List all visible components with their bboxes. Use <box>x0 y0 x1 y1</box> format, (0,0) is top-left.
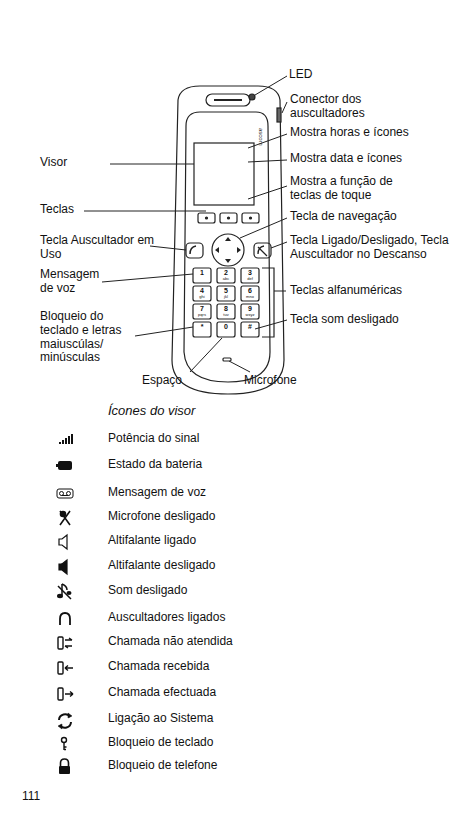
key-digit: * <box>193 323 211 330</box>
earpiece <box>206 94 250 106</box>
key-digit: 3 <box>241 269 259 276</box>
callout-label: Teclas alfanuméricas <box>290 284 402 298</box>
key-digit: 7 <box>193 305 211 312</box>
callout-label: Tecla de navegação <box>290 210 397 224</box>
keypad <box>193 268 259 337</box>
key-digit: 2 <box>217 269 235 276</box>
made-call-icon <box>58 688 73 700</box>
callout-label: Mostra horas e ícones <box>290 126 409 140</box>
display <box>194 143 254 205</box>
page-number: 111 <box>22 790 40 804</box>
battery-icon <box>58 461 72 470</box>
callout-label: Tecla som desligado <box>290 313 399 327</box>
keylock-icon <box>62 738 67 751</box>
received-call-icon <box>58 662 73 674</box>
legend-entry: Chamada não atendida <box>108 635 233 649</box>
callout-label: Mostra a função de teclas de toque <box>290 175 420 203</box>
legend-entry: Auscultadores ligados <box>108 611 225 625</box>
key-digit: # <box>241 323 259 330</box>
system-icon <box>58 713 72 729</box>
on-hook-key <box>254 243 271 258</box>
legend-entry: Estado da bateria <box>108 458 202 472</box>
callout-label: Espaço <box>142 374 182 388</box>
key-letters: def <box>241 277 259 281</box>
soft-key <box>242 213 259 223</box>
legend-entry: Altifalante ligado <box>108 534 196 548</box>
legend-entry: Microfone desligado <box>108 510 215 524</box>
legend-entry: Potência do sinal <box>108 432 199 446</box>
key-letters: abc <box>217 277 235 281</box>
headset-icon <box>60 613 70 625</box>
sound-off-icon <box>57 584 72 599</box>
key-letters: jkl <box>217 295 235 299</box>
callout-label: LED <box>289 68 312 82</box>
callout-label: Teclas <box>40 203 74 217</box>
key-letters: ghi <box>193 295 211 299</box>
key-letters: pqrs <box>193 313 211 317</box>
speaker-off-icon <box>59 560 67 574</box>
callout-label: Visor <box>40 156 67 170</box>
led <box>249 94 255 100</box>
soft-key <box>220 213 237 223</box>
key-letters: mno <box>241 295 259 299</box>
legend-entry: Som desligado <box>108 584 187 598</box>
callout-label: Mostra data e ícones <box>290 152 402 166</box>
key-digit: 5 <box>217 287 235 294</box>
navigation-key <box>212 234 244 266</box>
legend-entry: Altifalante desligado <box>108 559 215 573</box>
callout-label: Tecla Auscultador em Uso <box>40 234 155 262</box>
key-digit: 8 <box>217 305 235 312</box>
brand-label: ascom <box>257 128 264 146</box>
speaker-on-icon <box>59 535 67 549</box>
signal-icon <box>59 434 73 444</box>
key-digit: 9 <box>241 305 259 312</box>
off-hook-key <box>186 243 203 258</box>
key-digit: 1 <box>193 269 211 276</box>
callout-label: Bloqueio do teclado e letras maiuscúlas/… <box>40 310 140 365</box>
missed-call-icon <box>58 637 72 649</box>
legend-entry: Ligação ao Sistema <box>108 712 213 726</box>
voicemail-icon <box>57 489 73 498</box>
phone-front-panel <box>184 112 270 382</box>
callout-label: Tecla Ligado/Desligado, Tecla Auscultado… <box>290 234 450 262</box>
phone-housing <box>172 86 284 394</box>
key-digit: 6 <box>241 287 259 294</box>
legend-entry: Bloqueio de telefone <box>108 759 217 773</box>
callout-label: Microfone <box>244 374 297 388</box>
legend-entry: Chamada recebida <box>108 660 209 674</box>
microphone <box>223 358 231 361</box>
legend-entry: Mensagem de voz <box>108 486 206 500</box>
headset-connector <box>277 108 281 122</box>
legend-entry: Chamada efectuada <box>108 686 216 700</box>
bracket <box>262 268 286 337</box>
soft-key <box>198 213 215 223</box>
legend-heading: Ícones do visor <box>108 404 195 419</box>
phonelock-icon <box>59 759 70 774</box>
callout-label: Mensagem de voz <box>40 268 115 296</box>
key-digit: 4 <box>193 287 211 294</box>
key-letters: wxyz <box>241 313 259 317</box>
legend-icons <box>56 434 73 774</box>
legend-entry: Bloqueio de teclado <box>108 736 213 750</box>
key-digit: 0 <box>217 323 235 330</box>
callout-label: Conector dos auscultadores <box>290 93 405 121</box>
mic-off-icon <box>60 511 70 525</box>
key-letters: tuv <box>217 313 235 317</box>
